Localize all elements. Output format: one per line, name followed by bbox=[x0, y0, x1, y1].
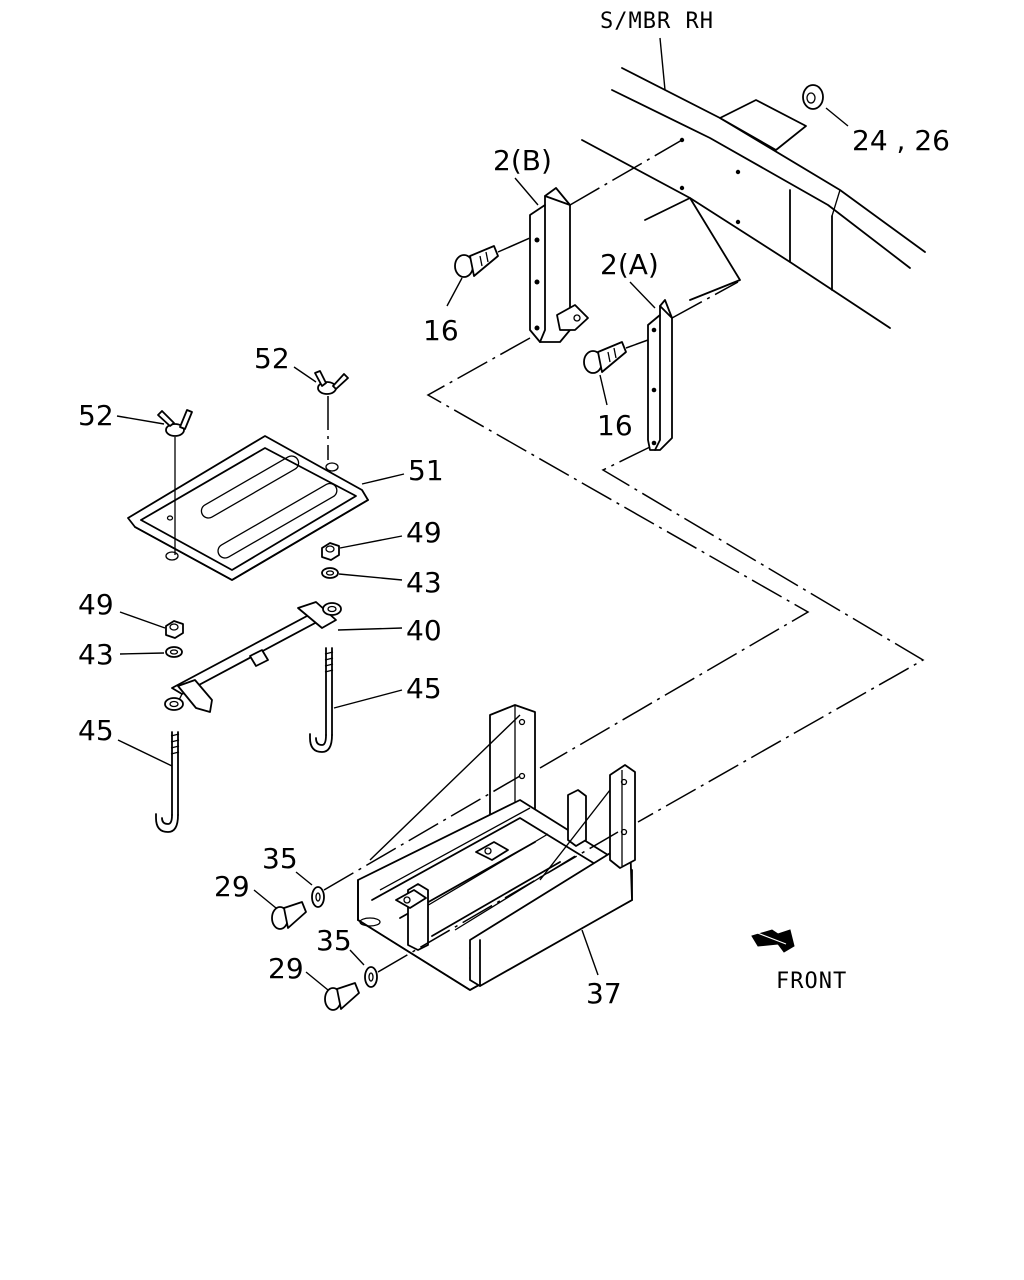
callout-45-right: 45 bbox=[406, 672, 442, 705]
washer-35-upper bbox=[311, 886, 325, 908]
callout-2a: 2(A) bbox=[600, 248, 659, 281]
callout-24-26: 24 , 26 bbox=[852, 124, 950, 157]
callout-45-left: 45 bbox=[78, 714, 114, 747]
front-arrow-icon bbox=[751, 929, 795, 953]
callout-16-lower: 16 bbox=[597, 409, 633, 442]
callout-43-right: 43 bbox=[406, 566, 442, 599]
callout-16-upper: 16 bbox=[423, 314, 459, 347]
frame-label: S/MBR RH bbox=[600, 9, 714, 34]
callout-51: 51 bbox=[408, 454, 444, 487]
bracket-2a bbox=[647, 299, 673, 451]
j-bolt-45-right bbox=[309, 647, 334, 753]
bolt-29-lower bbox=[324, 982, 360, 1011]
j-bolt-45-left bbox=[155, 731, 180, 833]
washer-43-right bbox=[321, 567, 339, 579]
callout-37: 37 bbox=[586, 977, 622, 1010]
callout-49-left: 49 bbox=[78, 588, 114, 621]
battery-tray-37 bbox=[357, 704, 636, 991]
callout-52-right: 52 bbox=[254, 342, 290, 375]
washer-35-lower bbox=[364, 966, 378, 988]
callout-2b: 2(B) bbox=[493, 144, 552, 177]
reference-lines bbox=[426, 337, 925, 823]
washer-43-left bbox=[165, 646, 183, 658]
callout-35-upper: 35 bbox=[262, 842, 298, 875]
callout-52-left: 52 bbox=[78, 399, 114, 432]
nut-49-right bbox=[321, 542, 340, 561]
callout-49-right: 49 bbox=[406, 516, 442, 549]
hold-down-plate-51 bbox=[127, 435, 369, 581]
bolt-16-lower bbox=[583, 341, 627, 374]
wing-nut-52-right bbox=[314, 370, 349, 395]
wing-nut-52-left bbox=[157, 409, 193, 437]
bolt-16-upper bbox=[454, 245, 499, 278]
bolt-29-upper bbox=[271, 901, 307, 930]
callout-29-lower: 29 bbox=[268, 952, 304, 985]
side-member-frame bbox=[581, 67, 926, 329]
nut-49-left bbox=[165, 620, 184, 639]
front-label: FRONT bbox=[776, 969, 847, 994]
flange-nut-24-26 bbox=[802, 84, 824, 110]
callout-35-lower: 35 bbox=[316, 924, 352, 957]
callout-43-left: 43 bbox=[78, 638, 114, 671]
hold-down-bar-40 bbox=[164, 601, 342, 713]
callout-29-upper: 29 bbox=[214, 870, 250, 903]
callout-40: 40 bbox=[406, 614, 442, 647]
bracket-2b bbox=[529, 187, 589, 343]
